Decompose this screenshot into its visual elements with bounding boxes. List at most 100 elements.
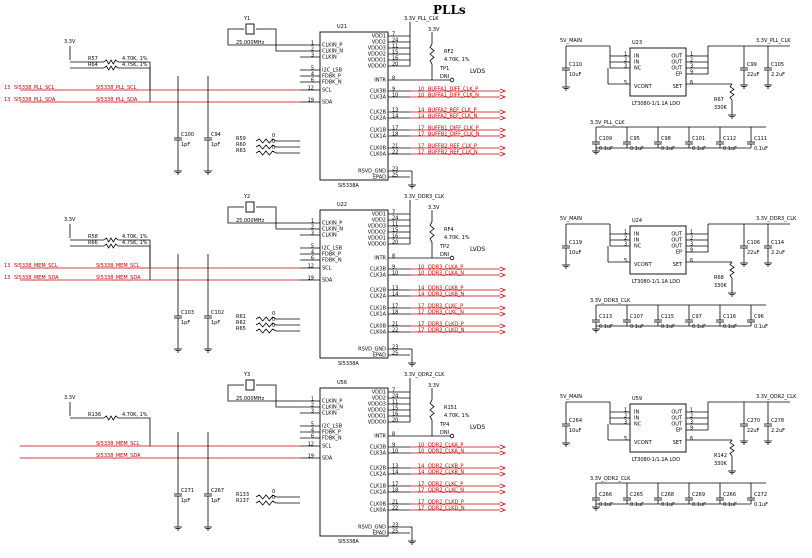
sheet-ref: 17 — [418, 488, 424, 494]
crystal-net — [227, 28, 300, 46]
output-net-label: QDR2_CLKA_P — [428, 443, 463, 449]
chip-refdes: U56 — [337, 380, 347, 386]
off-sheet-arrow — [499, 471, 507, 477]
pin-name: CLK1A — [370, 312, 387, 318]
pin-number: 4 — [311, 250, 314, 256]
pin-number: 5 — [624, 258, 627, 264]
clock-generator-chip — [319, 209, 389, 359]
pin-number: 25 — [392, 173, 398, 179]
output-net-label: BUFFA1_DIFF_CLK_N — [428, 93, 479, 99]
pin-number: 17 — [392, 482, 398, 488]
pin-name: SCL — [322, 444, 332, 450]
pin-number: 2 — [690, 58, 693, 64]
i2c-net-label: SI5338_PLL_SDA — [14, 97, 56, 103]
resistor-value: 4.75K, 1% — [122, 240, 148, 246]
pin-name: CLK2A — [370, 294, 387, 300]
test-point-ref: TP4 — [439, 422, 449, 428]
sheet-ref: 13 — [4, 97, 10, 103]
resistor-value: 0 — [272, 495, 275, 501]
test-point-dni: DNI — [440, 430, 449, 436]
pin-number: 25 — [392, 529, 398, 535]
pin-number: 16 — [392, 234, 398, 240]
output-net-label: QDR2_CLKC_P — [428, 482, 463, 488]
pin-number: 10 — [392, 271, 398, 277]
input-cap: C110 — [569, 62, 582, 68]
pin-number: 23 — [392, 523, 398, 529]
bypass-cap: C115 — [661, 314, 674, 320]
cap-value: 0.1uF — [692, 146, 706, 152]
pin-number: 22 — [392, 150, 398, 156]
cap-value: 0.1uF — [692, 324, 706, 330]
resistor-value: 4.75K, 1% — [122, 62, 148, 68]
clock-generator-chip — [319, 387, 389, 537]
pin-number: 1 — [690, 230, 693, 236]
power-net-label: 3.3V_QDR2_CLK — [404, 372, 445, 378]
crystal-symbol — [245, 379, 255, 391]
resistor-ref: R58 — [88, 234, 98, 240]
sheet-ref: 17 — [418, 506, 424, 512]
test-point-dni: DNI — [440, 74, 449, 80]
pin-name: VDD1 — [372, 390, 386, 396]
cap-ground — [740, 260, 748, 267]
bypass-cap: C98 — [661, 136, 671, 142]
resistor-value: 0 — [272, 133, 275, 139]
pin-number: 11 — [392, 44, 398, 50]
i2c-net-label: SI5338_MEM_SCL — [96, 263, 140, 269]
output-net-label: DDR3_CLKB_N — [428, 292, 464, 298]
bypass-cap: C269 — [692, 492, 705, 498]
pin-number: 9 — [392, 443, 395, 449]
sheet-ref: 13 — [4, 85, 10, 91]
pin-number: 6 — [311, 78, 314, 84]
pin-name: CLK3B — [370, 445, 387, 451]
cap-ground — [740, 82, 748, 89]
zero-ohm-resistor — [255, 138, 277, 144]
pin-number: 1 — [690, 408, 693, 414]
resistor-value: 4.70K, 1% — [122, 56, 148, 62]
resistor-value: 0 — [272, 323, 275, 329]
off-sheet-arrow — [499, 88, 507, 94]
pin-name: CLKIN — [322, 411, 337, 417]
pin-name: I2C_LSB — [322, 424, 343, 430]
resistor-ref: R57 — [88, 56, 98, 62]
pin-name: EP — [676, 250, 682, 256]
off-sheet-arrow — [499, 94, 507, 100]
pin-name: NC — [634, 422, 642, 428]
cap-ground — [174, 346, 182, 353]
pin-number: 7 — [392, 210, 395, 216]
bypass-ground — [592, 148, 600, 155]
output-net-label: BUFFA1_DIFF_CLK_P — [428, 87, 478, 93]
pin-number: 17 — [392, 126, 398, 132]
resistor-value: 4.70K, 1% — [122, 412, 148, 418]
pullup-resistor — [103, 59, 119, 65]
resistor-ref: R137 — [236, 498, 249, 504]
pin-number: 2 — [311, 225, 314, 231]
lvds-label: LVDS — [470, 424, 485, 431]
pin-name: CLK2B — [370, 288, 387, 294]
pullup-resistor — [103, 65, 119, 71]
cap-ground — [740, 438, 748, 445]
cap-value: 1pF — [181, 320, 190, 326]
output-net-label: BUFFB2_REF_CLK_P — [428, 144, 477, 150]
resistor-ref: R136 — [88, 412, 101, 418]
pin-name: CLK3A — [370, 451, 387, 457]
resistor-value: 4.70K, 1% — [122, 234, 148, 240]
pin-name: VDDO0 — [368, 64, 386, 70]
cap-value: 0.1uF — [661, 502, 675, 508]
pin-name: CLKIN_P — [322, 43, 342, 49]
pin-number: 2 — [311, 403, 314, 409]
pin-number: 10 — [392, 93, 398, 99]
cap-value: 0.1uF — [661, 146, 675, 152]
pin-number: 5 — [311, 66, 314, 72]
off-sheet-arrow — [499, 507, 507, 513]
pin-number: 2 — [690, 414, 693, 420]
pin-name: OUT — [671, 410, 683, 416]
cap-value: 0.1uF — [630, 146, 644, 152]
bypass-cap: C96 — [754, 314, 764, 320]
cap-value: 0.1uF — [630, 324, 644, 330]
crystal-frequency: 25.000MHz — [236, 218, 265, 224]
pin-name: CLKIN_N — [322, 227, 343, 233]
bypass-cap: C116 — [723, 314, 736, 320]
pin-name: CLK0A — [370, 508, 387, 514]
zero-ohm-resistor — [255, 328, 277, 334]
